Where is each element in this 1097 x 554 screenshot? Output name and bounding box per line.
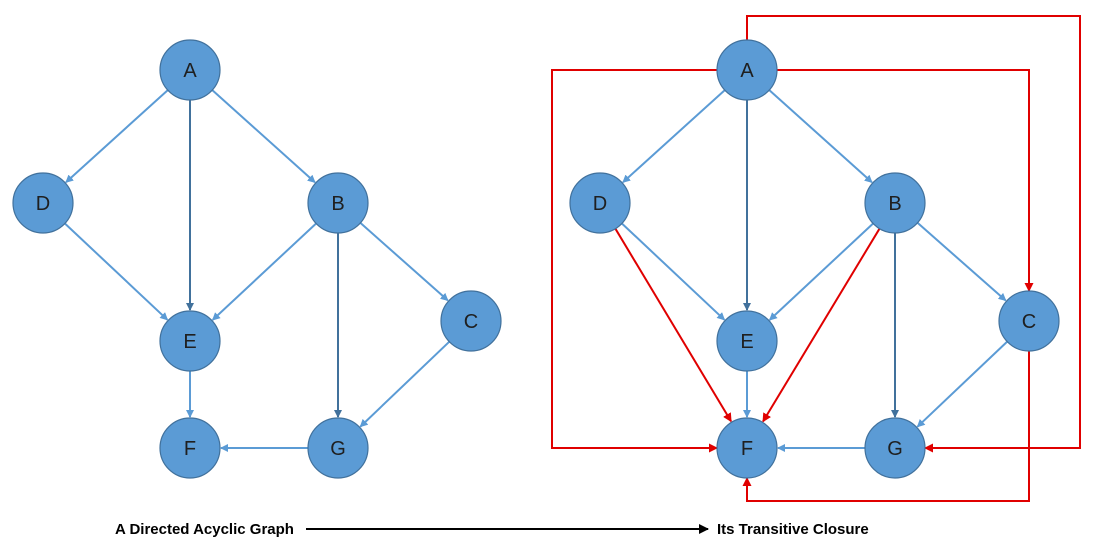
edge-a-b	[211, 89, 316, 184]
transitive-closure-graph: A D B E C F G	[551, 15, 1081, 502]
edge-d-e	[64, 222, 169, 321]
node-label: F	[741, 438, 753, 460]
node-circle	[864, 417, 926, 479]
edge-a-b	[768, 89, 873, 184]
node-circle	[716, 39, 778, 101]
node-circle	[998, 290, 1060, 352]
node-label: A	[740, 60, 754, 82]
edge-b-c	[359, 222, 449, 302]
node-label: D	[593, 193, 607, 215]
closure-edge-b-f	[762, 228, 881, 423]
node-d: D	[569, 172, 631, 234]
node-c: C	[440, 290, 502, 352]
node-label: E	[740, 331, 753, 353]
closure-added-edges	[551, 15, 1081, 502]
node-e: E	[159, 310, 221, 372]
closure-nodes: A D B E C F G	[569, 39, 1060, 479]
node-circle	[159, 417, 221, 479]
node-f: F	[716, 417, 778, 479]
node-circle	[440, 290, 502, 352]
node-label: D	[36, 193, 50, 215]
node-label: A	[183, 60, 197, 82]
node-g: G	[307, 417, 369, 479]
edge-c-g	[359, 340, 450, 428]
edge-b-c	[916, 222, 1007, 302]
node-label: C	[464, 311, 478, 333]
node-label: E	[183, 331, 196, 353]
edge-d-e	[621, 222, 726, 321]
closure-edge-c-f	[742, 351, 1030, 502]
caption-row: A Directed Acyclic Graph Its Transitive …	[115, 521, 869, 538]
edge-a-d	[65, 89, 169, 183]
node-g: G	[864, 417, 926, 479]
node-circle	[159, 310, 221, 372]
node-label: G	[887, 438, 903, 460]
node-label: B	[331, 193, 344, 215]
node-circle	[307, 172, 369, 234]
node-e: E	[716, 310, 778, 372]
closure-edge-d-f	[614, 228, 732, 423]
edge-a-d	[622, 89, 726, 183]
directed-acyclic-graph: A D B E C F G	[12, 39, 502, 479]
closure-edge-a-g	[746, 15, 1081, 453]
dag-nodes: A D B E C F G	[12, 39, 502, 479]
node-circle	[716, 310, 778, 372]
node-label: G	[330, 438, 346, 460]
dag-edges	[64, 89, 450, 452]
node-a: A	[159, 39, 221, 101]
node-circle	[159, 39, 221, 101]
closure-edge-a-c	[777, 69, 1034, 292]
edge-c-g	[916, 340, 1008, 428]
node-circle	[307, 417, 369, 479]
node-circle	[12, 172, 74, 234]
closure-edge-a-f	[551, 69, 718, 453]
node-b: B	[307, 172, 369, 234]
node-d: D	[12, 172, 74, 234]
caption-right: Its Transitive Closure	[717, 521, 869, 538]
edge-b-e	[211, 222, 317, 321]
node-label: B	[888, 193, 901, 215]
node-label: C	[1022, 311, 1036, 333]
node-circle	[569, 172, 631, 234]
closure-edges	[621, 89, 1008, 452]
node-c: C	[998, 290, 1060, 352]
node-f: F	[159, 417, 221, 479]
node-b: B	[864, 172, 926, 234]
node-a: A	[716, 39, 778, 101]
node-circle	[864, 172, 926, 234]
node-circle	[716, 417, 778, 479]
node-label: F	[184, 438, 196, 460]
caption-left: A Directed Acyclic Graph	[115, 521, 294, 538]
edge-b-e	[768, 222, 874, 321]
